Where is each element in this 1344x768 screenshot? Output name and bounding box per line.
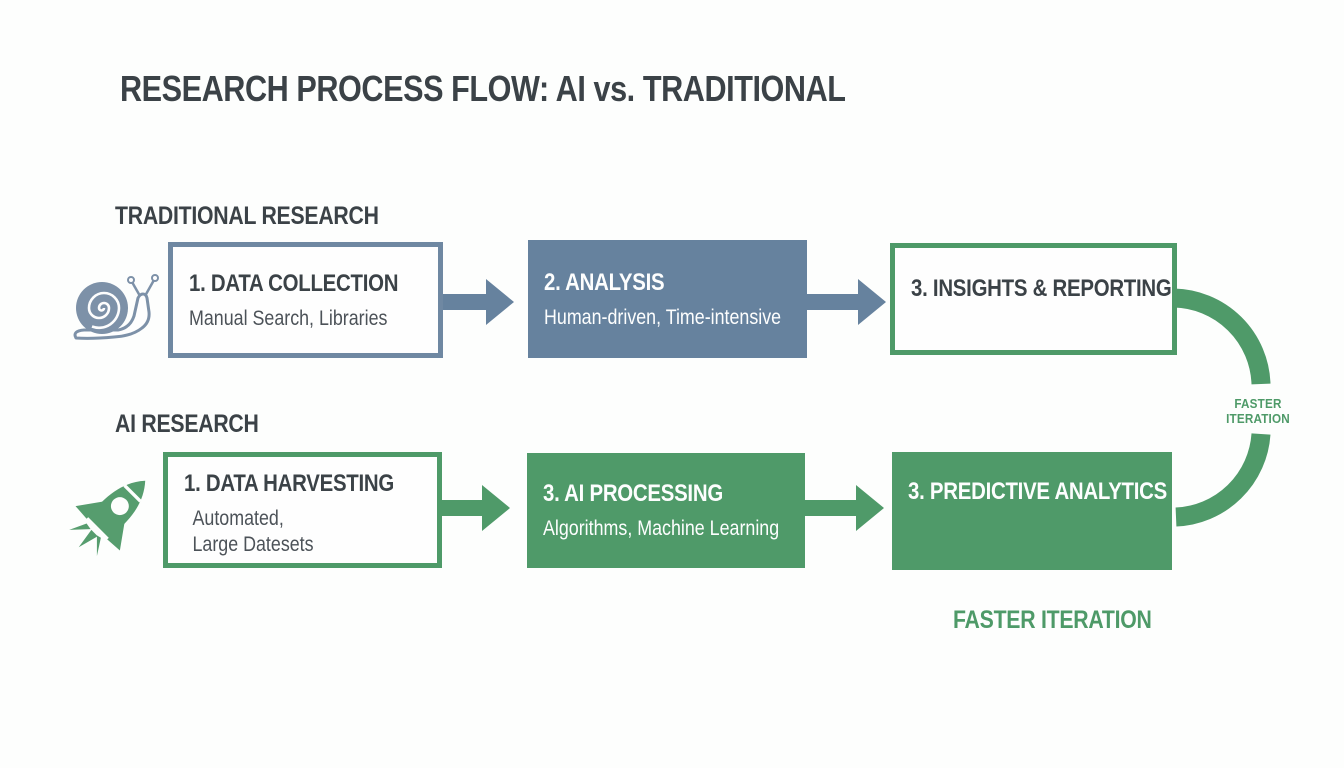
step-subtitle: Algorithms, Machine Learning [543, 517, 780, 540]
traditional-research-label: TRADITIONAL RESEARCH [115, 202, 379, 230]
arrow-traditional-1 [443, 279, 514, 325]
side-label-line1: FASTER [1234, 396, 1282, 411]
step-box-ai-processing: 3. AI PROCESSING Algorithms, Machine Lea… [527, 453, 805, 568]
step-title: 3. PREDICTIVE ANALYTICS [908, 478, 1168, 505]
step-subtitle: Manual Search, Libraries [189, 306, 388, 330]
step-box-data-harvesting: 1. DATA HARVESTING Automated, Large Date… [163, 452, 442, 568]
side-label-line2: ITERATION [1226, 411, 1290, 426]
step-box-analysis: 2. ANALYSIS Human-driven, Time-intensive [528, 240, 807, 358]
iteration-arc-top [1173, 288, 1271, 385]
arrow-ai-2 [803, 485, 884, 531]
step-title: 1. DATA COLLECTION [189, 269, 399, 297]
arrow-traditional-2 [805, 279, 886, 325]
step-subtitle: Human-driven, Time-intensive [544, 305, 782, 329]
arrow-ai-1 [440, 485, 510, 531]
step-subtitle-line1: Automated, [192, 507, 284, 530]
step-title: 3. AI PROCESSING [543, 480, 723, 507]
ai-research-label: AI RESEARCH [115, 410, 259, 438]
step-box-data-collection: 1. DATA COLLECTION Manual Search, Librar… [168, 242, 443, 358]
page-title: RESEARCH PROCESS FLOW: AI vs. TRADITIONA… [120, 68, 846, 109]
snail-icon [66, 268, 170, 352]
faster-iteration-bottom-label: FASTER ITERATION [953, 606, 1152, 634]
faster-iteration-side-label: FASTER ITERATION [1200, 396, 1315, 426]
rocket-icon [52, 462, 164, 574]
step-title: 3. INSIGHTS & REPORTING [911, 275, 1172, 302]
step-box-insights-reporting: 3. INSIGHTS & REPORTING [890, 243, 1177, 355]
step-title: 1. DATA HARVESTING [184, 470, 395, 497]
step-title: 2. ANALYSIS [544, 268, 665, 296]
step-subtitle-line2: Large Datesets [192, 533, 314, 556]
step-box-predictive-analytics: 3. PREDICTIVE ANALYTICS [892, 452, 1172, 570]
iteration-arc-bottom [1175, 433, 1271, 527]
